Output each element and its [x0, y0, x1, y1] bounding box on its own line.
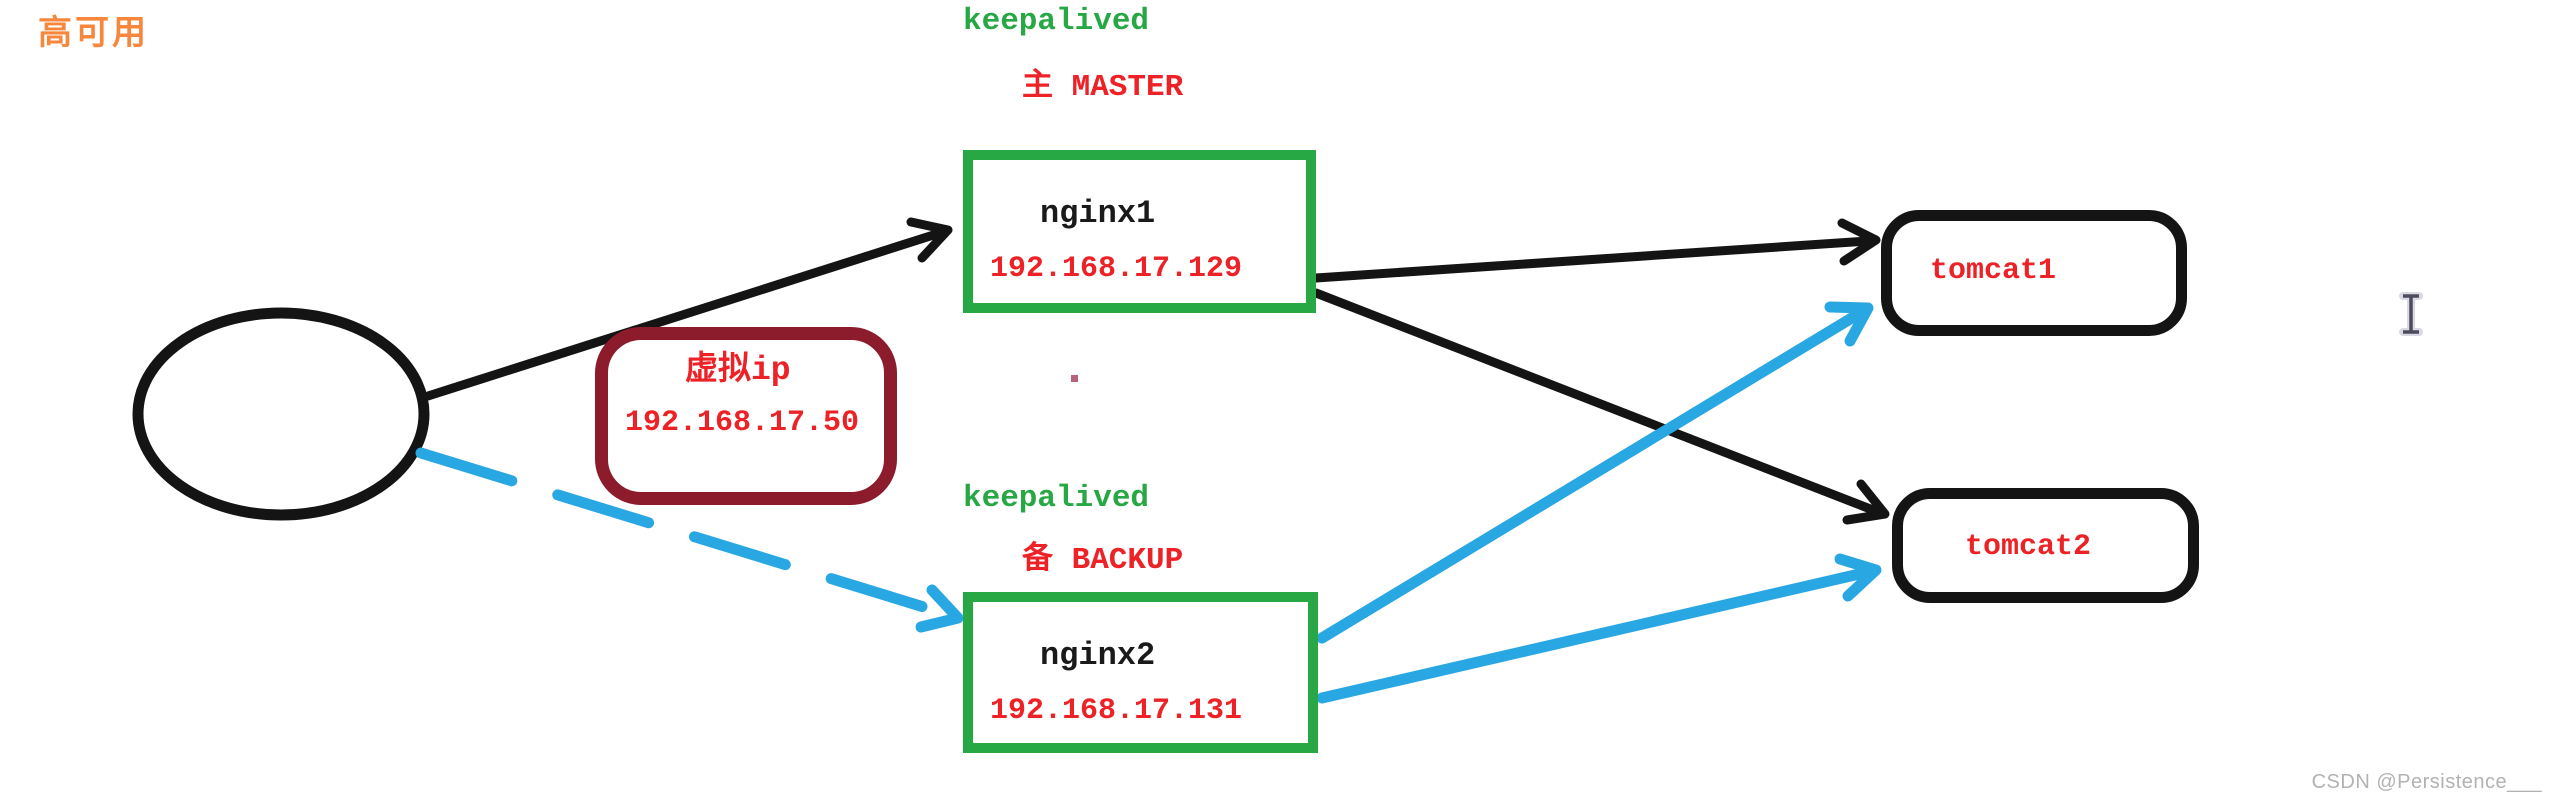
page-title: 高可用 — [38, 14, 149, 52]
nginx1-ip: 192.168.17.129 — [990, 252, 1243, 286]
keepalived-label-master: keepalived — [963, 4, 1150, 39]
tomcat1-box: tomcat1 — [1881, 210, 2187, 336]
nginx1-box: nginx1 192.168.17.129 — [963, 150, 1316, 313]
arrowhead-nginx2-tomcat1-icon — [1824, 301, 1874, 347]
arrowhead-client-nginx2-icon — [915, 584, 964, 633]
tomcat1-label: tomcat1 — [1930, 254, 2057, 288]
edge-client-nginx1 — [423, 226, 951, 401]
virtual-ip-box: 虚拟ip 192.168.17.50 — [595, 327, 897, 505]
master-role-label: 主 MASTER — [1022, 70, 1184, 105]
client-ellipse — [132, 307, 430, 521]
backup-role-label: 备 BACKUP — [1022, 543, 1184, 578]
nginx2-name: nginx2 — [1040, 637, 1156, 674]
arrowhead-nginx2-tomcat2-icon — [1834, 553, 1882, 602]
edge-nginx1-tomcat2 — [1311, 288, 1883, 517]
edge-nginx2-tomcat2 — [1316, 566, 1874, 704]
edge-client-nginx2 — [415, 447, 946, 618]
stray-dot — [1071, 375, 1078, 382]
arrowhead-client-nginx1-icon — [906, 217, 953, 263]
nginx2-ip: 192.168.17.131 — [990, 694, 1243, 728]
edge-nginx2-tomcat1 — [1316, 307, 1866, 644]
keepalived-label-backup: keepalived — [963, 481, 1150, 516]
virtual-ip-title: 虚拟ip — [685, 352, 791, 389]
nginx2-box: nginx2 192.168.17.131 — [963, 592, 1318, 753]
virtual-ip-address: 192.168.17.50 — [625, 406, 860, 440]
edge-nginx1-tomcat1 — [1311, 236, 1873, 283]
arrowhead-nginx1-tomcat1-icon — [1837, 218, 1881, 266]
tomcat2-label: tomcat2 — [1965, 530, 2092, 564]
tomcat2-box: tomcat2 — [1892, 488, 2199, 603]
text-cursor-icon — [2399, 292, 2423, 336]
nginx1-name: nginx1 — [1040, 195, 1156, 232]
watermark: CSDN @Persistence___ — [2311, 771, 2542, 793]
arrowhead-nginx1-tomcat2-icon — [1842, 479, 1890, 525]
